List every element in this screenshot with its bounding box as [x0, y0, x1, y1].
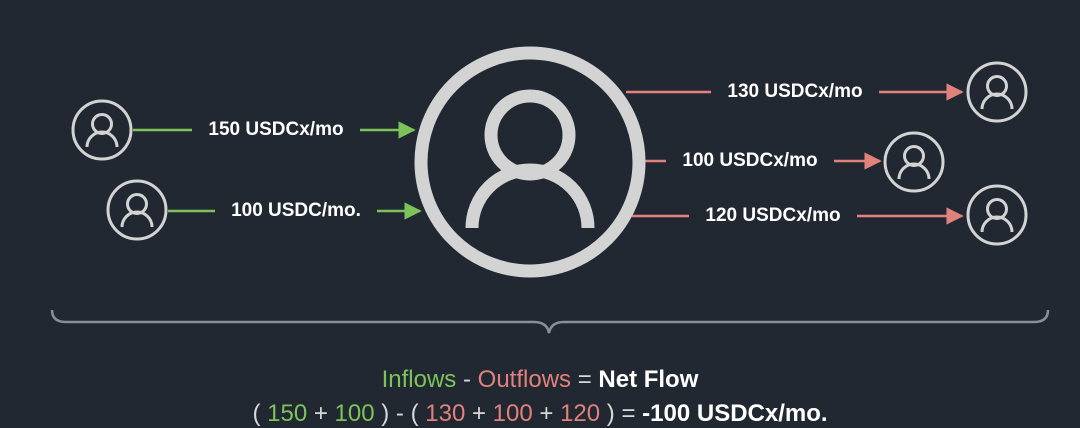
equals-sign: = — [621, 400, 636, 427]
plus-sign: + — [313, 400, 328, 427]
plus-sign: + — [471, 400, 486, 427]
outflow-value-2: 100 — [492, 400, 533, 427]
inflow-value-1: 150 — [267, 400, 308, 427]
net-flow-result: -100 USDCx/mo. — [642, 400, 828, 427]
outflow-label-2: 100 USDCx/mo — [682, 150, 817, 171]
minus-sign: - — [395, 400, 404, 427]
inflow-arrow-2: 100 USDC/mo. — [168, 195, 422, 223]
summary-brace — [50, 309, 1050, 334]
receiver-user-icon-3 — [966, 184, 1028, 246]
net-flow-term: Net Flow — [598, 366, 699, 393]
plus-sign: + — [539, 400, 554, 427]
inflow-label-1: 150 USDCx/mo — [208, 119, 343, 140]
close-paren: ) — [606, 400, 615, 427]
close-paren: ) — [381, 400, 390, 427]
minus-sign: - — [462, 366, 471, 393]
outflow-arrow-2: 100 USDCx/mo — [644, 145, 882, 173]
sender-user-icon-2 — [106, 179, 168, 241]
outflow-arrow-3: 120 USDCx/mo — [632, 200, 964, 228]
receiver-user-icon-1 — [966, 61, 1028, 123]
outflow-label-1: 130 USDCx/mo — [727, 81, 862, 102]
outflow-value-1: 130 — [425, 400, 466, 427]
formula-calculation: ( 150 + 100 ) - ( 130 + 100 + 120 ) = -1… — [0, 400, 1080, 428]
outflow-label-3: 120 USDCx/mo — [705, 205, 840, 226]
outflow-value-3: 120 — [560, 400, 601, 427]
center-user-icon — [414, 46, 646, 278]
inflow-arrow-1: 150 USDCx/mo — [133, 114, 416, 142]
open-paren: ( — [410, 400, 419, 427]
receiver-user-icon-2 — [883, 131, 945, 193]
inflow-label-2: 100 USDC/mo. — [231, 200, 361, 221]
sender-user-icon-1 — [71, 99, 133, 161]
outflows-term: Outflows — [477, 366, 572, 393]
outflow-arrow-1: 130 USDCx/mo — [626, 76, 964, 104]
open-paren: ( — [252, 400, 261, 427]
inflow-value-2: 100 — [334, 400, 375, 427]
inflows-term: Inflows — [381, 366, 457, 393]
formula-definition: Inflows - Outflows = Net Flow — [0, 366, 1080, 394]
equals-sign: = — [577, 366, 592, 393]
